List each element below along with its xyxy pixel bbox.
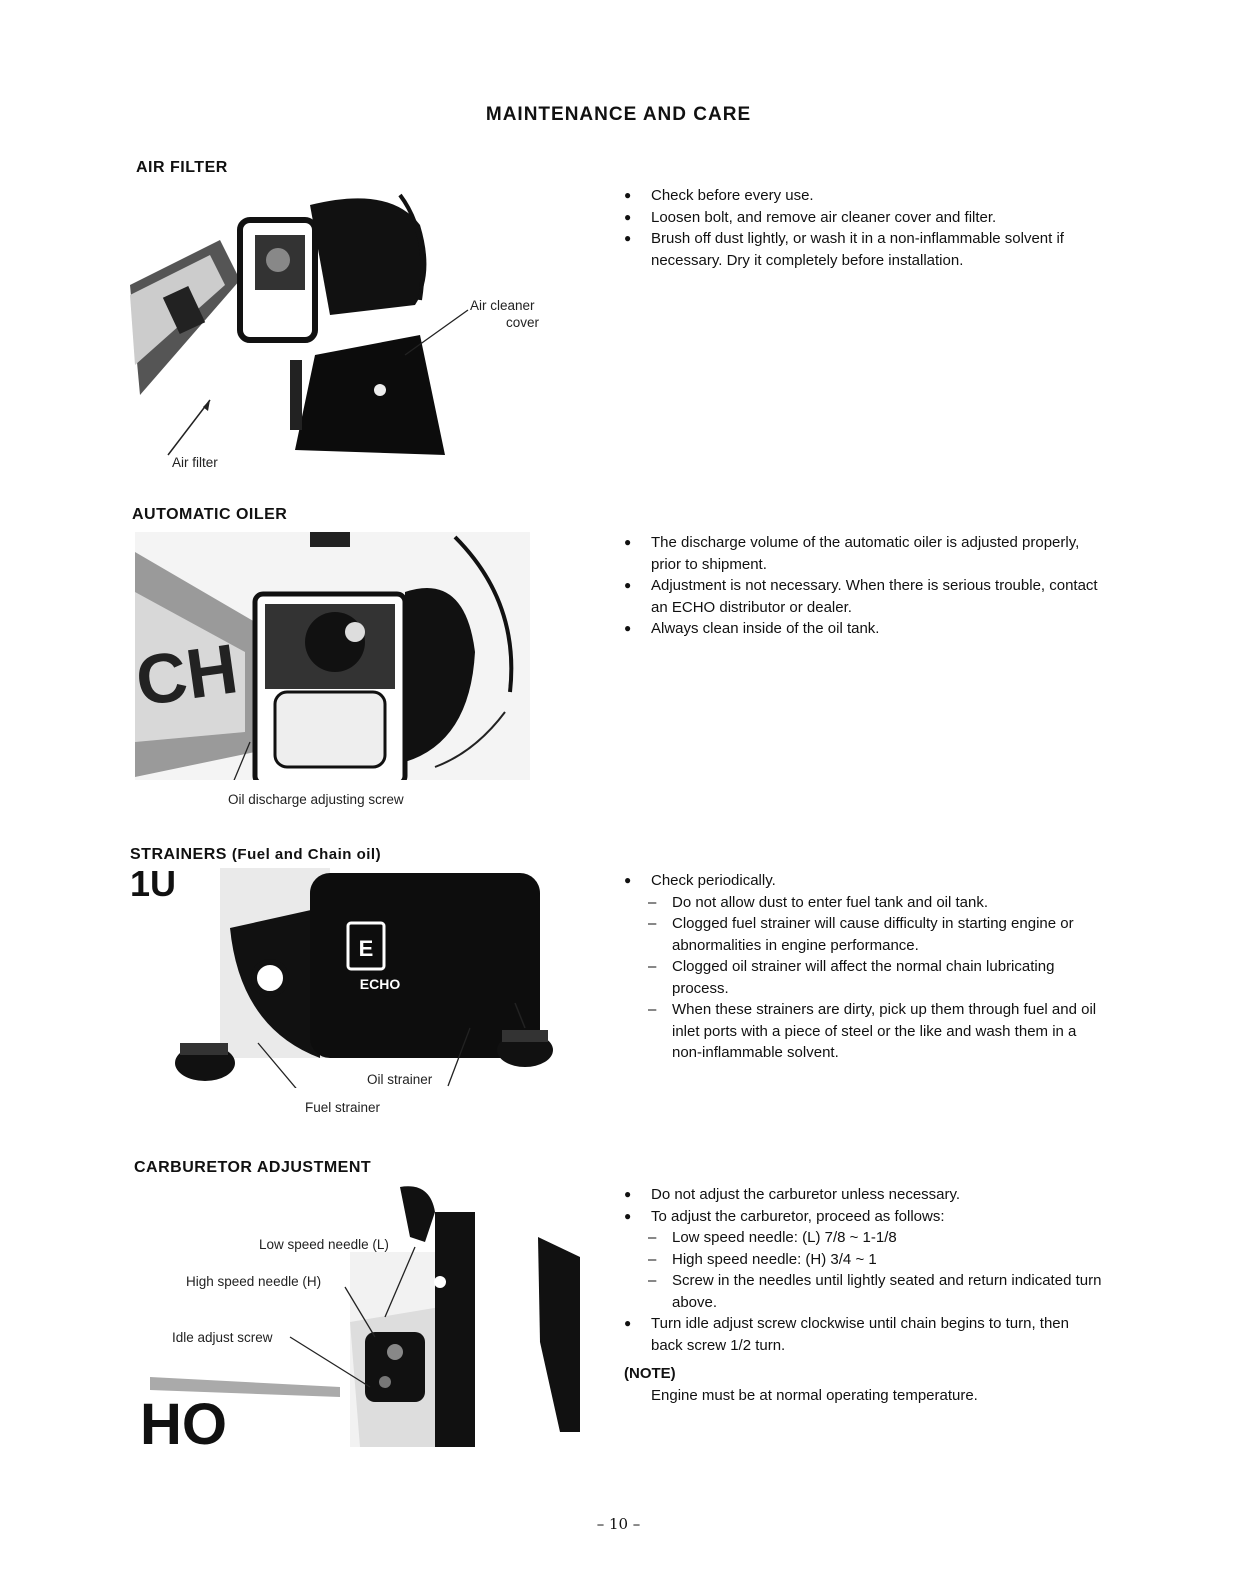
oil-strainer-caption: Oil strainer <box>367 1072 433 1087</box>
svg-text:CH: CH <box>135 629 242 720</box>
bullet-item: Check periodically. <box>624 870 1104 892</box>
strainers-bullets: Check periodically. Do not allow dust to… <box>624 870 1104 1064</box>
carburetor-bullets: Do not adjust the carburetor unless nece… <box>624 1184 1104 1406</box>
air-cleaner-leader-line <box>404 309 469 356</box>
air-cleaner-caption-line2: cover <box>506 315 540 330</box>
carburetor-photo: HO <box>140 1182 585 1447</box>
fuel-strainer-caption: Fuel strainer <box>305 1100 381 1115</box>
bullet-item: Adjustment is not necessary. When there … <box>624 575 1104 618</box>
page-number: – 10 – <box>596 1515 641 1533</box>
air-filter-photo <box>130 185 460 470</box>
dash-item: High speed needle: (H) 3/4 ~ 1 <box>624 1249 1104 1271</box>
echo-badge-text: ECHO <box>360 976 401 992</box>
bullet-item: The discharge volume of the automatic oi… <box>624 532 1104 575</box>
bullet-item: Loosen bolt, and remove air cleaner cove… <box>624 207 1104 229</box>
automatic-oiler-photo: CH <box>135 532 530 780</box>
oil-discharge-screw-caption: Oil discharge adjusting screw <box>228 792 404 807</box>
dash-item: Do not allow dust to enter fuel tank and… <box>624 892 1104 914</box>
dash-item: Low speed needle: (L) 7/8 ~ 1-1/8 <box>624 1227 1104 1249</box>
automatic-oiler-bullets: The discharge volume of the automatic oi… <box>624 532 1104 640</box>
strainers-heading-sub: (Fuel and Chain oil) <box>231 846 382 863</box>
dash-item: Clogged oil strainer will affect the nor… <box>624 956 1104 999</box>
note-text: Engine must be at normal operating tempe… <box>651 1386 978 1404</box>
bullet-item: Check before every use. <box>624 185 1104 207</box>
bullet-item: To adjust the carburetor, proceed as fol… <box>624 1206 1104 1228</box>
bullet-item: Brush off dust lightly, or wash it in a … <box>624 228 1104 271</box>
air-filter-caption: Air filter <box>170 455 220 470</box>
bullet-item: Always clean inside of the oil tank. <box>624 618 1104 640</box>
air-cleaner-caption-line1: Air cleaner <box>470 298 535 313</box>
bullet-item: Turn idle adjust screw clockwise until c… <box>624 1313 1104 1356</box>
dash-item: Screw in the needles until lightly seate… <box>624 1270 1104 1313</box>
automatic-oiler-heading: AUTOMATIC OILER <box>132 506 288 523</box>
dash-item: When these strainers are dirty, pick up … <box>624 999 1104 1064</box>
page-title: MAINTENANCE AND CARE <box>485 104 752 125</box>
note-heading: (NOTE) <box>624 1365 676 1382</box>
idle-adjust-screw-caption: Idle adjust screw <box>170 1330 275 1345</box>
dash-item: Clogged fuel strainer will cause difficu… <box>624 913 1104 956</box>
high-speed-needle-caption: High speed needle (H) <box>184 1274 324 1289</box>
strainers-heading: STRAINERS (Fuel and Chain oil) <box>130 846 381 864</box>
strainers-heading-main: STRAINERS <box>130 846 227 863</box>
air-filter-bullets: Check before every use. Loosen bolt, and… <box>624 185 1104 271</box>
low-speed-needle-caption: Low speed needle (L) <box>257 1237 391 1252</box>
bullet-item: Do not adjust the carburetor unless nece… <box>624 1184 1104 1206</box>
svg-text:1U: 1U <box>130 868 176 904</box>
carburetor-heading: CARBURETOR ADJUSTMENT <box>134 1159 372 1176</box>
svg-text:HO: HO <box>140 1392 227 1447</box>
strainers-photo: 1U E ECHO <box>130 868 555 1088</box>
svg-text:E: E <box>359 936 374 961</box>
air-filter-heading: AIR FILTER <box>136 159 228 176</box>
